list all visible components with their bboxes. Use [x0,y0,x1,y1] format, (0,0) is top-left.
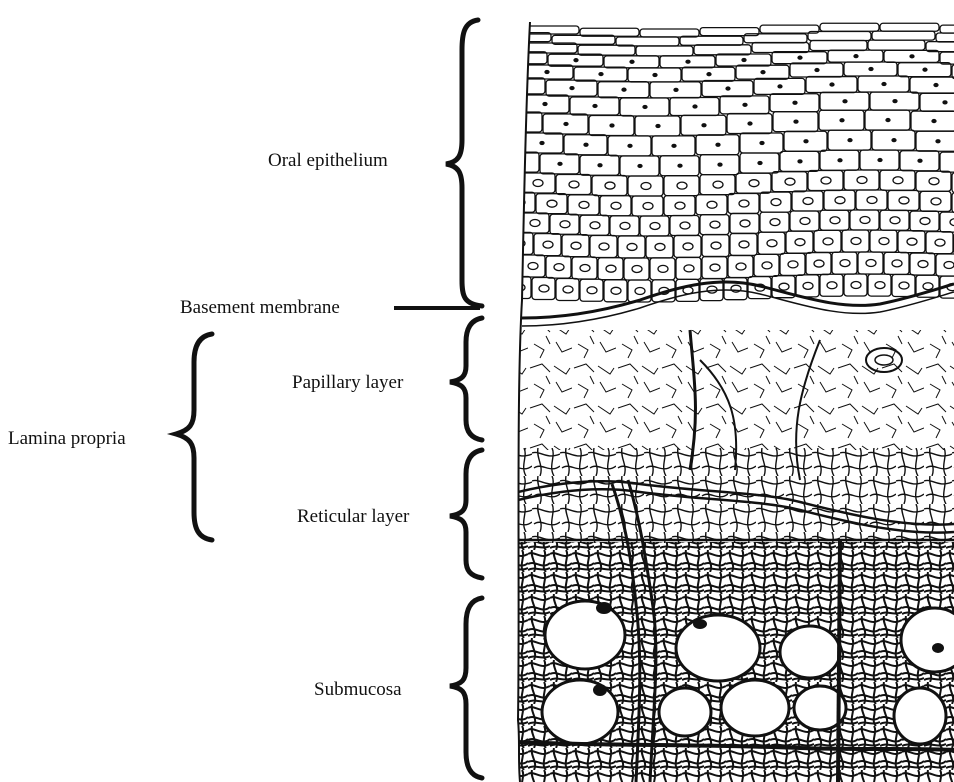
brace-reticular-layer [450,450,482,578]
cell-nucleus [564,122,568,125]
cell-nucleus [628,144,632,147]
cell-nucleus [622,88,626,91]
cell-nucleus [574,59,578,62]
cell-nucleus [545,71,549,74]
cell-nucleus [830,83,834,86]
brace-submucosa [450,598,482,778]
cell-nucleus [838,159,842,162]
brace-oral-epithelium [446,20,482,306]
cell-nucleus [815,69,819,72]
cell-nucleus [518,84,522,87]
cell-nucleus [584,143,588,146]
cell-nucleus [610,124,614,127]
cell-nucleus [518,161,522,164]
cell-nucleus [653,73,657,76]
cell-nucleus [848,139,852,142]
cell-nucleus [798,56,802,59]
cell-nucleus [674,88,678,91]
cell-nucleus [599,73,603,76]
cell-nucleus [910,55,914,58]
cell-nucleus [943,101,947,104]
cell-nucleus [798,160,802,163]
cell-nucleus [656,124,660,127]
cell-nucleus [869,68,873,71]
cell-nucleus [678,164,682,167]
cell-nucleus [893,100,897,103]
cell-nucleus [892,139,896,142]
cell-nucleus [518,56,522,59]
cell-nucleus [716,143,720,146]
cell-nucleus [540,142,544,145]
cell-nucleus [726,87,730,90]
label-papillary-layer: Papillary layer [292,373,403,392]
cell-nucleus [630,60,634,63]
label-lamina-propria: Lamina propria [8,429,126,448]
cell-nucleus [804,140,808,143]
cell-nucleus [543,103,547,106]
cell-nucleus [878,159,882,162]
cell-nucleus [570,87,574,90]
cell-nucleus [840,119,844,122]
brace-lamina-propria [176,334,212,540]
cell-nucleus [742,59,746,62]
cell-nucleus [638,164,642,167]
cell-nucleus [923,68,927,71]
cell-nucleus [794,120,798,123]
tissue-block [488,0,954,782]
cell-nucleus [843,100,847,103]
brace-papillary-layer [450,318,482,440]
label-basement-membrane: Basement membrane [180,298,340,317]
cell-nucleus [643,105,647,108]
cell-nucleus [761,71,765,74]
label-oral-epithelium: Oral epithelium [268,151,388,170]
cell-nucleus [882,83,886,86]
cell-nucleus [598,164,602,167]
cell-nucleus [693,105,697,108]
label-submucosa: Submucosa [314,680,402,699]
cell-nucleus [686,60,690,63]
braces [176,20,482,778]
cell-nucleus [854,55,858,58]
label-reticular-layer: Reticular layer [297,507,409,526]
cell-nucleus [936,140,940,143]
cell-nucleus [886,119,890,122]
cell-nucleus [748,122,752,125]
cell-nucleus [593,104,597,107]
cell-nucleus [934,84,938,87]
cell-nucleus [518,121,522,124]
cell-nucleus [558,162,562,165]
cell-nucleus [672,144,676,147]
cell-nucleus [778,85,782,88]
cell-nucleus [760,141,764,144]
cell-nucleus [918,159,922,162]
cell-nucleus [758,161,762,164]
cell-nucleus [702,124,706,127]
cell-nucleus [743,103,747,106]
cell-nucleus [718,163,722,166]
cell-nucleus [707,73,711,76]
cell-nucleus [932,120,936,123]
cell-nucleus [793,101,797,104]
